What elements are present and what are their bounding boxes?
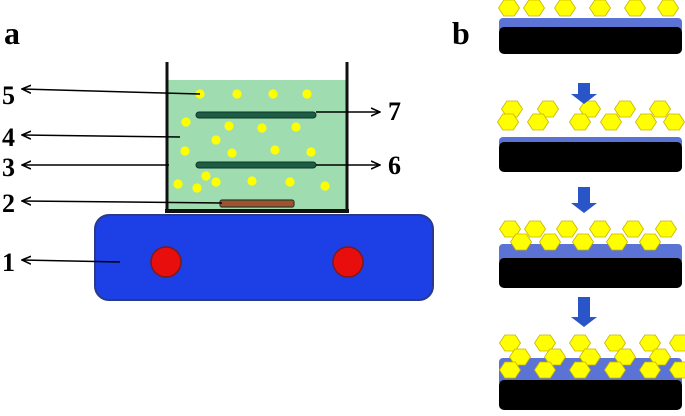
particle bbox=[173, 179, 183, 189]
particle-group bbox=[173, 89, 330, 193]
callout-label-1: 1 bbox=[2, 248, 15, 277]
crystal-hexagon bbox=[635, 113, 657, 131]
crystal-hexagon bbox=[589, 220, 611, 238]
crystal-hexagon bbox=[527, 113, 549, 131]
particle bbox=[247, 176, 257, 186]
particle bbox=[268, 89, 278, 99]
electrode-7 bbox=[195, 111, 317, 119]
particle bbox=[302, 89, 312, 99]
callout-label-3: 3 bbox=[2, 153, 15, 182]
crystal-hexagon bbox=[639, 233, 661, 251]
crystal-hexagon bbox=[663, 113, 685, 131]
particle bbox=[181, 117, 191, 127]
callout-label-7: 7 bbox=[388, 97, 401, 126]
crystal-hexagon bbox=[639, 361, 661, 379]
callout-label-4: 4 bbox=[2, 123, 15, 152]
substrate bbox=[219, 199, 295, 208]
step-arrow-down-icon bbox=[571, 297, 597, 327]
callout-arrow-1 bbox=[22, 260, 121, 262]
crystal-hexagon bbox=[524, 220, 546, 238]
hotplate-knob-right bbox=[332, 246, 364, 278]
crystal-hexagon bbox=[604, 361, 626, 379]
crystal-hexagon bbox=[534, 361, 556, 379]
particle bbox=[270, 145, 280, 155]
crystal-hexagon bbox=[569, 113, 591, 131]
particle bbox=[211, 135, 221, 145]
crystal-hexagon bbox=[669, 334, 685, 352]
crystal-hexagon bbox=[669, 361, 685, 379]
substrate-block bbox=[499, 142, 682, 172]
particle bbox=[180, 146, 190, 156]
crystal-hexagon bbox=[498, 0, 520, 17]
particle bbox=[224, 121, 234, 131]
particle bbox=[232, 89, 242, 99]
crystal-hexagon bbox=[523, 0, 545, 17]
particle bbox=[227, 148, 237, 158]
crystal-hexagon bbox=[589, 0, 611, 17]
particle bbox=[285, 177, 295, 187]
particle bbox=[320, 181, 330, 191]
crystal-hexagon bbox=[614, 348, 636, 366]
callout-label-6: 6 bbox=[388, 151, 401, 180]
crystal-hexagon bbox=[510, 233, 532, 251]
crystal-hexagon bbox=[606, 233, 628, 251]
panel-label-b: b bbox=[452, 15, 470, 51]
crystal-hexagon bbox=[657, 0, 679, 17]
callout-arrow-5 bbox=[22, 89, 201, 95]
callout-arrow-4 bbox=[22, 135, 181, 137]
crystal-hexagon bbox=[614, 100, 636, 118]
crystal-hexagon bbox=[554, 0, 576, 17]
crystal-hexagon bbox=[579, 348, 601, 366]
callout-label-2: 2 bbox=[2, 189, 15, 218]
crystal-hexagon bbox=[499, 361, 521, 379]
particle bbox=[201, 171, 211, 181]
step-arrow-down-icon bbox=[571, 83, 597, 104]
electrode-6 bbox=[195, 161, 317, 169]
crystal-hexagon bbox=[649, 100, 671, 118]
callout-arrow-2 bbox=[22, 201, 223, 203]
crystal-hexagon bbox=[544, 348, 566, 366]
callout-label-5: 5 bbox=[2, 81, 15, 110]
substrate-block bbox=[499, 258, 682, 288]
panel-a-diagram: 5 4 3 2 1 7 6 bbox=[2, 62, 434, 301]
substrate-block bbox=[499, 27, 682, 54]
panel-b-growth-steps bbox=[497, 0, 685, 410]
crystal-hexagon bbox=[537, 100, 559, 118]
hotplate bbox=[94, 214, 434, 301]
crystal-hexagon bbox=[649, 348, 671, 366]
crystal-hexagon bbox=[539, 233, 561, 251]
crystal-hexagon bbox=[556, 220, 578, 238]
step-arrow-down-icon bbox=[571, 187, 597, 213]
crystal-hexagon bbox=[600, 113, 622, 131]
particle bbox=[306, 147, 316, 157]
hotplate-knob-left bbox=[150, 246, 182, 278]
crystal-hexagon bbox=[509, 348, 531, 366]
crystal-hexagon bbox=[572, 233, 594, 251]
particle bbox=[291, 122, 301, 132]
crystal-hexagon bbox=[624, 0, 646, 17]
particle bbox=[192, 183, 202, 193]
panel-label-a: a bbox=[4, 15, 20, 51]
crystal-hexagon bbox=[497, 113, 519, 131]
particle bbox=[211, 177, 221, 187]
crystal-hexagon bbox=[569, 361, 591, 379]
crystal-hexagon bbox=[501, 100, 523, 118]
crystal-hexagon bbox=[579, 100, 601, 118]
crystal-hexagon bbox=[622, 220, 644, 238]
substrate-block bbox=[499, 380, 682, 410]
particle bbox=[257, 123, 267, 133]
crystal-hexagon bbox=[655, 220, 677, 238]
